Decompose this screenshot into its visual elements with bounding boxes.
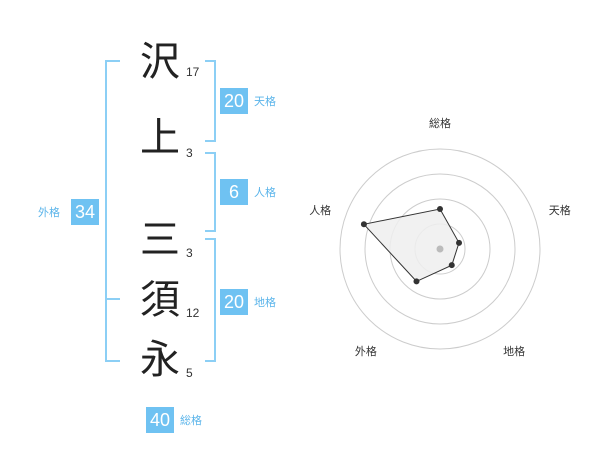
chikaku-value: 20 (220, 289, 248, 315)
radar-axis-label-jinkaku: 人格 (309, 203, 331, 217)
jinkaku-value: 6 (220, 179, 248, 205)
tenkaku-label: 天格 (254, 95, 276, 108)
jinkaku-label: 人格 (254, 186, 276, 199)
chikaku-bracket (205, 238, 216, 362)
radar-ring (364, 173, 516, 325)
stroke-count-5: 5 (186, 366, 193, 380)
name-char-2: 上 (140, 115, 180, 161)
radar-rings (339, 148, 541, 350)
radar-point-5 (360, 221, 367, 228)
stroke-count-4: 12 (186, 306, 200, 320)
chikaku-label: 地格 (254, 296, 276, 309)
radar-point-1 (437, 206, 443, 212)
radar-point-3 (448, 262, 455, 269)
name-char-1: 沢 (140, 39, 180, 85)
radar-ring (339, 148, 541, 350)
radar-axis-label-tenkaku: 天格 (549, 203, 571, 217)
radar-center (436, 245, 444, 253)
name-char-5: 永 (140, 337, 180, 383)
radar-chart: 総格 天格 地格 外格 人格 (309, 116, 571, 358)
radar-point-2 (456, 239, 463, 246)
jinkaku-bracket (205, 152, 216, 232)
radar-axis-label-chikaku: 地格 (503, 344, 525, 358)
soukaku-value: 40 (146, 407, 174, 433)
tenkaku-value: 20 (220, 88, 248, 114)
radar-points (360, 206, 463, 285)
soukaku-label: 総格 (180, 414, 202, 427)
stroke-count-1: 17 (186, 65, 200, 79)
name-char-4: 須 (140, 277, 180, 323)
gaikaku-bracket (105, 60, 120, 362)
gaikaku-label: 外格 (38, 206, 60, 219)
gaikaku-value: 34 (71, 199, 99, 225)
radar-area (362, 208, 460, 283)
radar-axis-label-soukaku: 総格 (429, 116, 451, 130)
name-char-3: 三 (140, 217, 180, 263)
radar-axis-label-gaikaku: 外格 (355, 344, 377, 358)
gaikaku-bracket-divider (105, 298, 120, 300)
tenkaku-bracket (205, 60, 216, 142)
stroke-count-2: 3 (186, 146, 193, 160)
stroke-count-3: 3 (186, 246, 193, 260)
radar-point-4 (413, 278, 420, 285)
